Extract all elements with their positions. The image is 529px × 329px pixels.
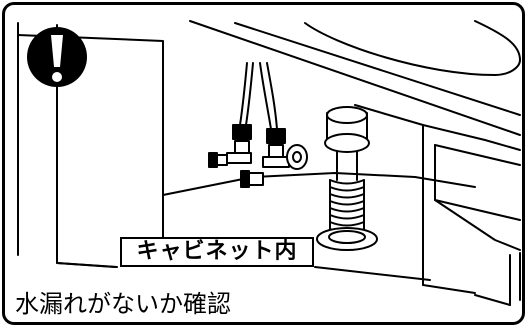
cabinet-door-right [434,144,521,166]
shutoff-valve-right [240,128,308,188]
instruction-panel: キャビネット内 水漏れがないか確認 [2,2,525,325]
drain-trap [316,106,378,251]
instruction-caption: 水漏れがないか確認 [15,290,231,318]
cabinet-floor [162,172,476,196]
location-label: キャビネット内 [120,237,314,267]
cabinet-plumbing-illustration [17,20,521,306]
shutoff-valve-left [208,124,252,168]
exclamation-warning-icon [27,27,87,87]
supply-hose [239,62,248,126]
sink-basin [189,20,521,136]
